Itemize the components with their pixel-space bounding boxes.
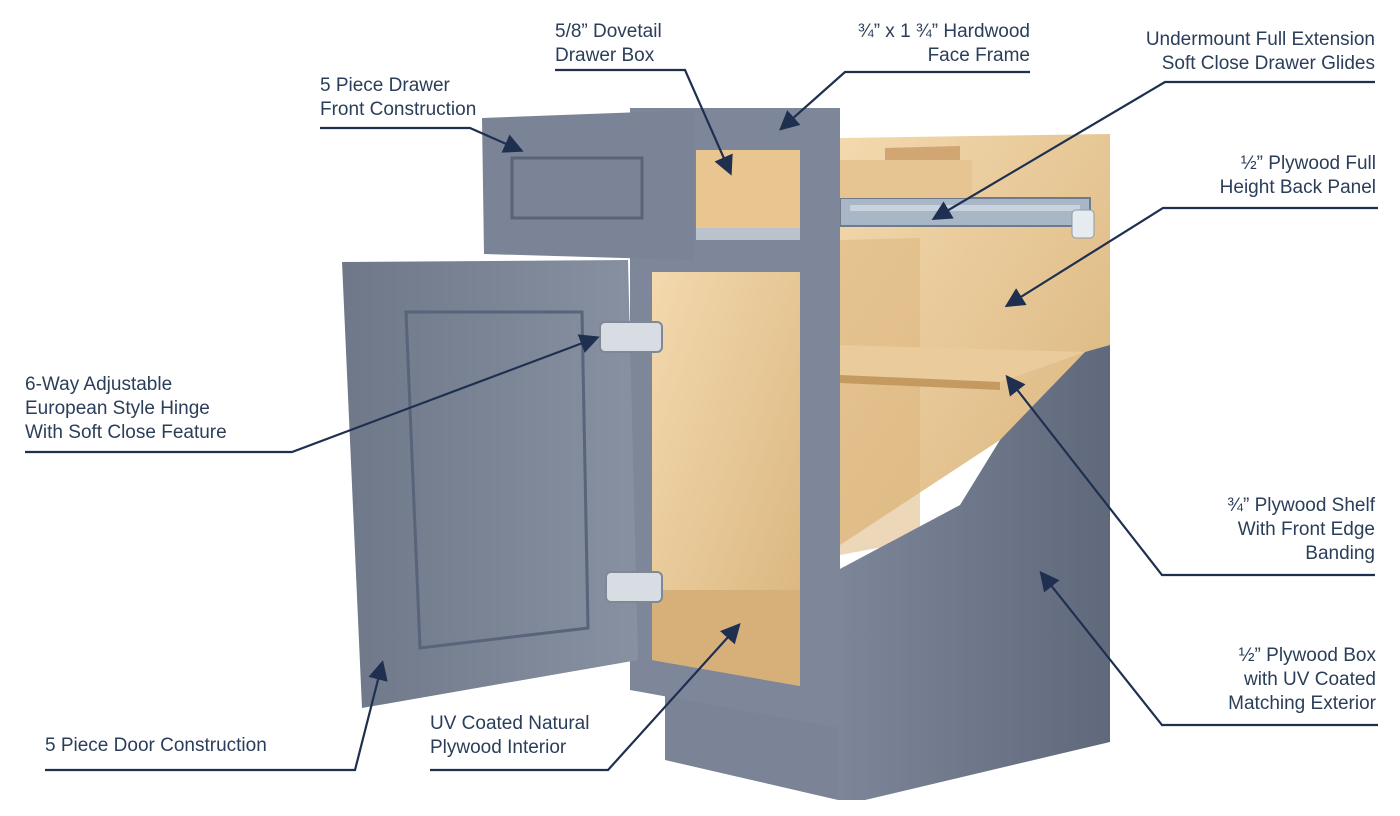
leader-door [45, 660, 388, 772]
label-shelf: ¾” Plywood Shelf With Front Edge Banding [1227, 495, 1375, 564]
leader-face-frame [779, 70, 1030, 131]
leader-plywood-box [1039, 570, 1378, 727]
label-interior: UV Coated Natural Plywood Interior [430, 713, 590, 758]
leader-interior [430, 623, 741, 772]
drawer-glide [839, 197, 1091, 227]
shelf [840, 345, 1085, 382]
label-drawer-front: 5 Piece Drawer Front Construction [320, 75, 477, 120]
leader-drawer-front [320, 126, 524, 153]
leader-hinge [25, 334, 600, 454]
dovetail-drawer [696, 150, 800, 228]
label-glides: Undermount Full Extension Soft Close Dra… [1145, 29, 1375, 74]
drawer-box [840, 160, 972, 198]
label-hinge: 6-Way Adjustable European Style Hinge Wi… [25, 374, 227, 443]
cabinet-opening [652, 272, 800, 686]
hinge-upper [599, 321, 663, 353]
label-dovetail: 5/8” Dovetail Drawer Box [555, 21, 662, 66]
leader-shelf [1005, 374, 1375, 577]
hinge-lower [605, 571, 663, 603]
leader-back-panel [1004, 206, 1378, 308]
label-door: 5 Piece Door Construction [45, 735, 267, 756]
leader-lines [25, 68, 1378, 772]
interior-left-wall [840, 238, 920, 555]
drawer-front [482, 110, 694, 260]
door [342, 260, 638, 708]
label-back-panel: ½” Plywood Full Height Back Panel [1219, 153, 1376, 198]
leader-dovetail [555, 68, 733, 176]
leader-glides [931, 80, 1375, 221]
label-face-frame: ¾” x 1 ¾” Hardwood Face Frame [857, 21, 1030, 66]
label-plywood-box: ½” Plywood Box with UV Coated Matching E… [1228, 645, 1376, 714]
side-panel [838, 345, 1110, 800]
